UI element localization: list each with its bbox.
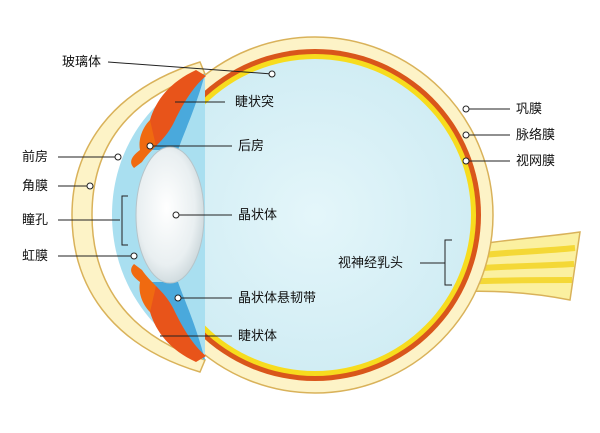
label-lens: 晶状体 — [238, 208, 277, 223]
label-iris: 虹膜 — [22, 249, 48, 264]
label-cornea: 角膜 — [22, 179, 48, 194]
vitreous-body — [159, 59, 471, 371]
label-pupil: 瞳孔 — [22, 213, 48, 228]
label-retina: 视网膜 — [516, 154, 555, 169]
label-posterior-chamber: 后房 — [238, 138, 264, 154]
iris-top — [131, 120, 156, 168]
leader-lines — [58, 61, 510, 337]
iris-bottom — [131, 264, 156, 312]
label-sclera: 巩膜 — [516, 102, 542, 117]
label-optic-disc: 视神经乳头 — [338, 256, 403, 271]
label-vitreous: 玻璃体 — [62, 55, 101, 70]
ciliary-body — [148, 286, 206, 362]
label-ciliary-body: 睫状体 — [238, 329, 277, 344]
label-anterior-chamber: 前房 — [22, 149, 48, 165]
label-ciliary-process: 睫状突 — [235, 94, 274, 110]
cornea — [71, 61, 207, 373]
ciliary-process — [148, 70, 206, 146]
leader-dots — [86, 70, 470, 302]
label-zonule: 晶状体悬韧带 — [238, 291, 316, 306]
label-choroid: 脉络膜 — [516, 127, 555, 143]
